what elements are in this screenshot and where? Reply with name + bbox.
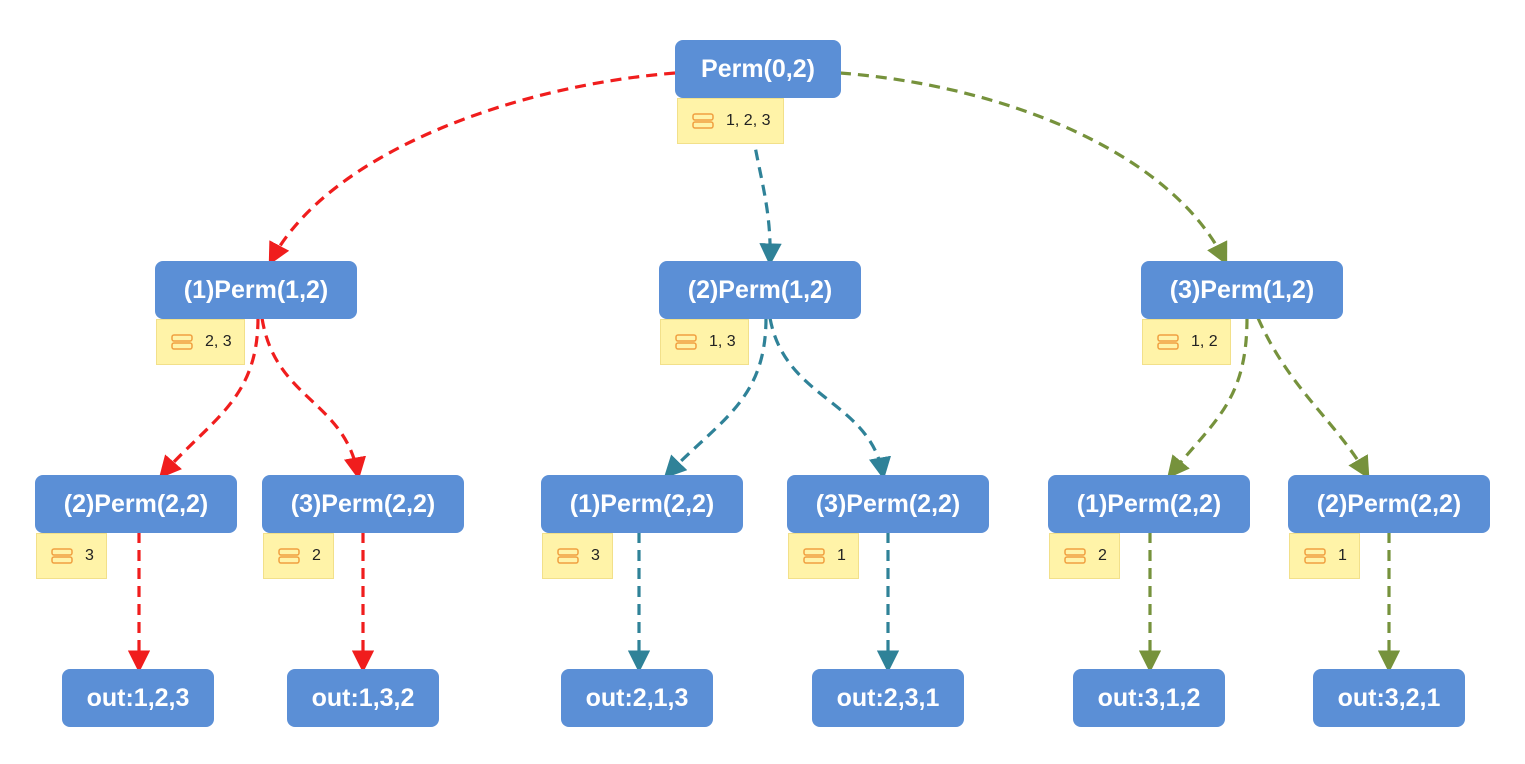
output-node-2: out:1,3,2: [287, 669, 439, 727]
level2-node-2: (3)Perm(2,2): [262, 475, 464, 533]
edge-root-to-branch-1: [268, 71, 676, 266]
root-note: 1, 2, 3: [677, 98, 784, 144]
edge-branch-1-to-child-2: [260, 317, 367, 480]
edge-root-to-branch-3: [839, 71, 1228, 266]
edge-branch-1-to-child-1: [158, 317, 260, 479]
edge-branch-3-to-child-2: [1256, 317, 1370, 480]
level1-note-2-values: 1, 3: [709, 333, 736, 350]
level2-note-3-values: 3: [591, 547, 600, 564]
root-note-values: 1, 2, 3: [726, 112, 771, 129]
output-node-3: out:2,1,3: [561, 669, 713, 727]
level1-node-1: (1)Perm(1,2): [155, 261, 357, 319]
edge-branch-2-to-child-1: [663, 317, 768, 479]
memo-icon: [278, 548, 300, 564]
memo-icon: [51, 548, 73, 564]
level2-note-5-values: 2: [1098, 547, 1107, 564]
level2-node-1: (2)Perm(2,2): [35, 475, 237, 533]
level1-note-3: 1, 2: [1142, 319, 1231, 365]
memo-icon: [1304, 548, 1326, 564]
memo-icon: [675, 334, 697, 350]
level1-note-3-values: 1, 2: [1191, 333, 1218, 350]
memo-icon: [803, 548, 825, 564]
level2-node-6: (2)Perm(2,2): [1288, 475, 1490, 533]
output-node-1: out:1,2,3: [62, 669, 214, 727]
level2-note-6-values: 1: [1338, 547, 1347, 564]
level1-note-1: 2, 3: [156, 319, 245, 365]
memo-icon: [557, 548, 579, 564]
level2-note-4-values: 1: [837, 547, 846, 564]
root-node: Perm(0,2): [675, 40, 841, 98]
level1-note-1-values: 2, 3: [205, 333, 232, 350]
level2-node-3: (1)Perm(2,2): [541, 475, 743, 533]
memo-icon: [692, 113, 714, 129]
level2-note-1-values: 3: [85, 547, 94, 564]
memo-icon: [1157, 334, 1179, 350]
level2-note-1: 3: [36, 533, 107, 579]
memo-icon: [171, 334, 193, 350]
output-node-4: out:2,3,1: [812, 669, 964, 727]
level2-node-4: (3)Perm(2,2): [787, 475, 989, 533]
level2-note-4: 1: [788, 533, 859, 579]
level2-note-5: 2: [1049, 533, 1120, 579]
edge-branch-3-to-child-1: [1166, 317, 1249, 479]
level1-note-2: 1, 3: [660, 319, 749, 365]
level2-node-5: (1)Perm(2,2): [1048, 475, 1250, 533]
output-node-5: out:3,1,2: [1073, 669, 1225, 727]
level2-note-6: 1: [1289, 533, 1360, 579]
level1-node-3: (3)Perm(1,2): [1141, 261, 1343, 319]
level2-note-3: 3: [542, 533, 613, 579]
edge-branch-2-to-child-2: [768, 317, 892, 480]
memo-icon: [1064, 548, 1086, 564]
level1-node-2: (2)Perm(1,2): [659, 261, 861, 319]
level2-note-2: 2: [263, 533, 334, 579]
output-node-6: out:3,2,1: [1313, 669, 1465, 727]
level2-note-2-values: 2: [312, 547, 321, 564]
